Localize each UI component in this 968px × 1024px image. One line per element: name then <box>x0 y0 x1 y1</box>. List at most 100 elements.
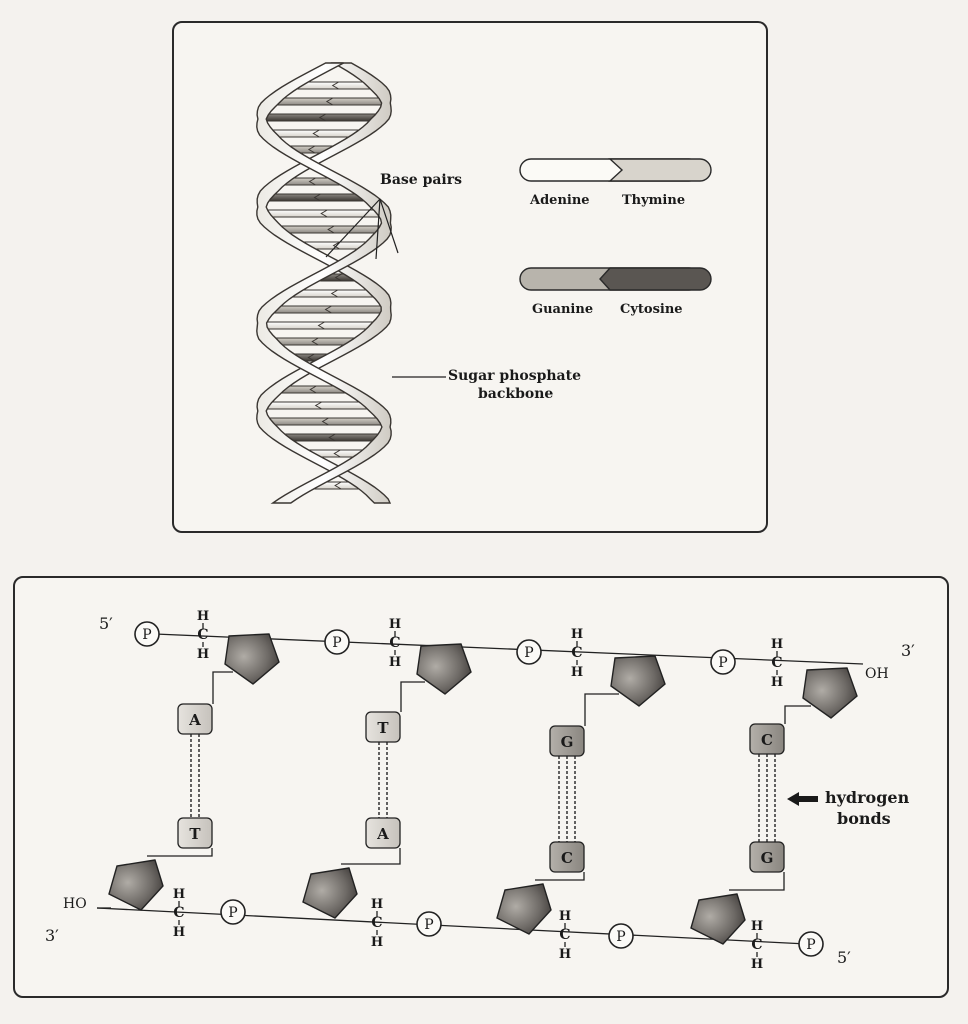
top-ch2-3-h-bottom: H <box>571 665 583 680</box>
legend-guanine: Guanine <box>532 302 593 317</box>
bottom-phosphate-2-circle <box>416 911 442 937</box>
top-base-label-3: G <box>561 733 574 751</box>
top-ch2-1-h-top: H <box>197 609 209 624</box>
base-pair-junction <box>334 481 342 490</box>
top-phosphate-4-label: P <box>718 655 727 671</box>
top-base-stem-4 <box>784 705 811 724</box>
base-pair-rod <box>268 305 387 314</box>
bottom-backbone-line <box>96 907 808 945</box>
base-pairs-label: Base pairs <box>380 172 462 188</box>
bottom-base-stem-2 <box>341 848 401 865</box>
bottom-strand-5prime: 5′ <box>837 948 851 967</box>
top-phosphate-2-label: P <box>332 635 341 651</box>
legend-adenine-thymine: Adenine Thymine <box>519 158 712 208</box>
bottom-base-label-1: T <box>189 825 201 843</box>
bottom-base-2 <box>365 817 401 849</box>
base-pair-rod <box>262 401 373 410</box>
arrow-left-icon <box>787 792 818 806</box>
bottom-sugar-4 <box>690 893 746 945</box>
bottom-phosphate-1-label: P <box>228 905 237 921</box>
base-pair-rod <box>261 321 380 330</box>
hydrogen-label-line1: hydrogen <box>825 788 910 807</box>
bottom-base-stem-1 <box>147 848 213 857</box>
top-sugar-2 <box>416 643 472 695</box>
top-ch2-4-h-bottom: H <box>771 675 783 690</box>
bottom-phosphate-4-circle <box>798 931 824 957</box>
top-phosphate-4-circle <box>710 649 736 675</box>
base-pair-junction <box>307 353 315 362</box>
base-pair-junction <box>317 321 325 330</box>
bottom-ch2-3-h-bottom: H <box>559 947 571 962</box>
base-pair-junction <box>327 225 335 234</box>
top-base-label-2: T <box>377 719 389 737</box>
top-ch2-1-c: C <box>197 627 208 643</box>
top-ch2-2-h-bottom: H <box>389 655 401 670</box>
bottom-ch2-4-c: C <box>751 937 762 953</box>
bottom-strand-3prime: 3′ <box>45 926 59 945</box>
legend-thymine: Thymine <box>622 193 685 208</box>
top-strand-5prime: 5′ <box>99 614 113 633</box>
sugar-phosphate-label-line2: backbone <box>478 386 553 402</box>
base-pair-rod <box>271 97 387 106</box>
base-pair-junction <box>308 177 316 186</box>
top-phosphate-2-circle <box>324 629 350 655</box>
bottom-base-stem-3 <box>535 872 585 881</box>
top-sugar-3 <box>610 655 666 707</box>
base-pair-junction <box>330 289 339 298</box>
top-strand-oh: OH <box>865 666 889 682</box>
top-ch2-2-c: C <box>389 635 400 651</box>
bottom-base-1 <box>177 817 213 849</box>
base-pair-junction <box>307 145 316 154</box>
hydrogen-label-line2: bonds <box>837 809 891 828</box>
bottom-sugar-2 <box>302 867 358 919</box>
top-phosphate-3-label: P <box>524 645 533 661</box>
top-base-1 <box>177 703 213 735</box>
top-phosphate-1-label: P <box>142 627 151 643</box>
base-legend: Adenine Thymine Guanine Cytosine <box>519 158 712 317</box>
base-pair-junction <box>318 113 327 122</box>
base-pair-junction <box>321 417 329 426</box>
top-phosphate-3-circle <box>516 639 542 665</box>
base-pair-rod <box>262 209 384 218</box>
bottom-base-label-4: G <box>761 849 774 867</box>
cytosine-swatch <box>599 267 712 291</box>
bottom-ch2-2-h-top: H <box>371 897 383 912</box>
bottom-ch2-4-h-top: H <box>751 919 763 934</box>
top-base-2 <box>365 711 401 743</box>
base-pair-junction <box>333 449 341 458</box>
double-helix-panel: Base pairs Sugar phosphate backbone Aden… <box>172 21 768 533</box>
top-backbone-line <box>154 633 864 665</box>
helix-backbone <box>256 62 392 504</box>
top-sugar-4 <box>802 667 858 719</box>
bottom-phosphate-4-label: P <box>806 937 815 953</box>
top-strand-3prime: 3′ <box>901 641 915 660</box>
base-pair-junction <box>320 209 328 218</box>
bottom-ch2-1-c: C <box>173 905 184 921</box>
top-base-label-1: A <box>188 711 201 729</box>
top-ch2-3-h-top: H <box>571 627 583 642</box>
bottom-base-3 <box>549 841 585 873</box>
top-base-label-4: C <box>761 731 773 749</box>
bottom-ch2-2-c: C <box>371 915 382 931</box>
base-pair-junction <box>324 305 332 314</box>
base-pair-junction <box>325 97 334 106</box>
base-pair-rod <box>264 193 369 202</box>
bottom-base-label-2: A <box>376 825 389 843</box>
top-base-stem-2 <box>400 681 425 712</box>
base-pair-junction <box>332 241 340 250</box>
base-pair-junction <box>311 337 319 346</box>
base-pair-rods <box>261 81 387 490</box>
base-pair-junction <box>314 401 322 410</box>
bottom-phosphate-1-circle <box>220 899 246 925</box>
legend-adenine: Adenine <box>529 193 590 208</box>
bottom-sugar-3 <box>496 883 552 935</box>
bottom-phosphate-2-label: P <box>424 917 433 933</box>
base-pairing-figure: 5′ 3′ OH HO 3′ 5′ PHCHPHCHPHCHPHCHHCHPHC… <box>45 609 915 972</box>
bottom-ch2-3-h-top: H <box>559 909 571 924</box>
base-pair-rod <box>278 433 384 442</box>
top-ch2-4-c: C <box>771 655 782 671</box>
base-pair-junction <box>328 433 336 442</box>
base-pair-rod <box>261 113 382 122</box>
bottom-base-stem-4 <box>729 872 785 891</box>
thymine-swatch <box>608 158 712 182</box>
